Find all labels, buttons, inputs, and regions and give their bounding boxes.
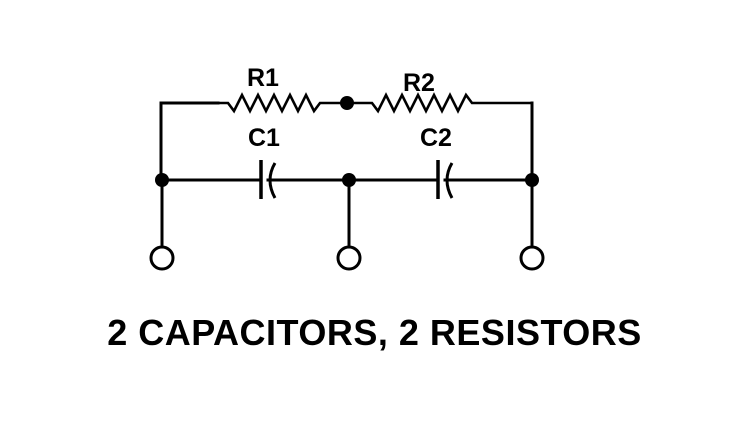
- capacitor-rail: [155, 160, 539, 199]
- resistor-r1-label: R1: [247, 64, 279, 92]
- terminal-left: [149, 245, 175, 271]
- terminal-right: [519, 245, 545, 271]
- capacitor-c2-label: C2: [420, 124, 452, 152]
- resistor-r2-label: R2: [403, 69, 435, 97]
- resistor-r2-symbol: [348, 92, 532, 114]
- top-rail: [159, 92, 534, 182]
- junction-top-middle: [340, 96, 354, 110]
- terminal-leads: [149, 178, 545, 271]
- wire-left-up: [159, 101, 220, 182]
- resistor-r1-symbol: [218, 92, 348, 114]
- diagram-caption: 2 CAPACITORS, 2 RESISTORS: [107, 312, 642, 353]
- terminal-middle: [336, 245, 362, 271]
- capacitor-c1-label: C1: [248, 124, 280, 152]
